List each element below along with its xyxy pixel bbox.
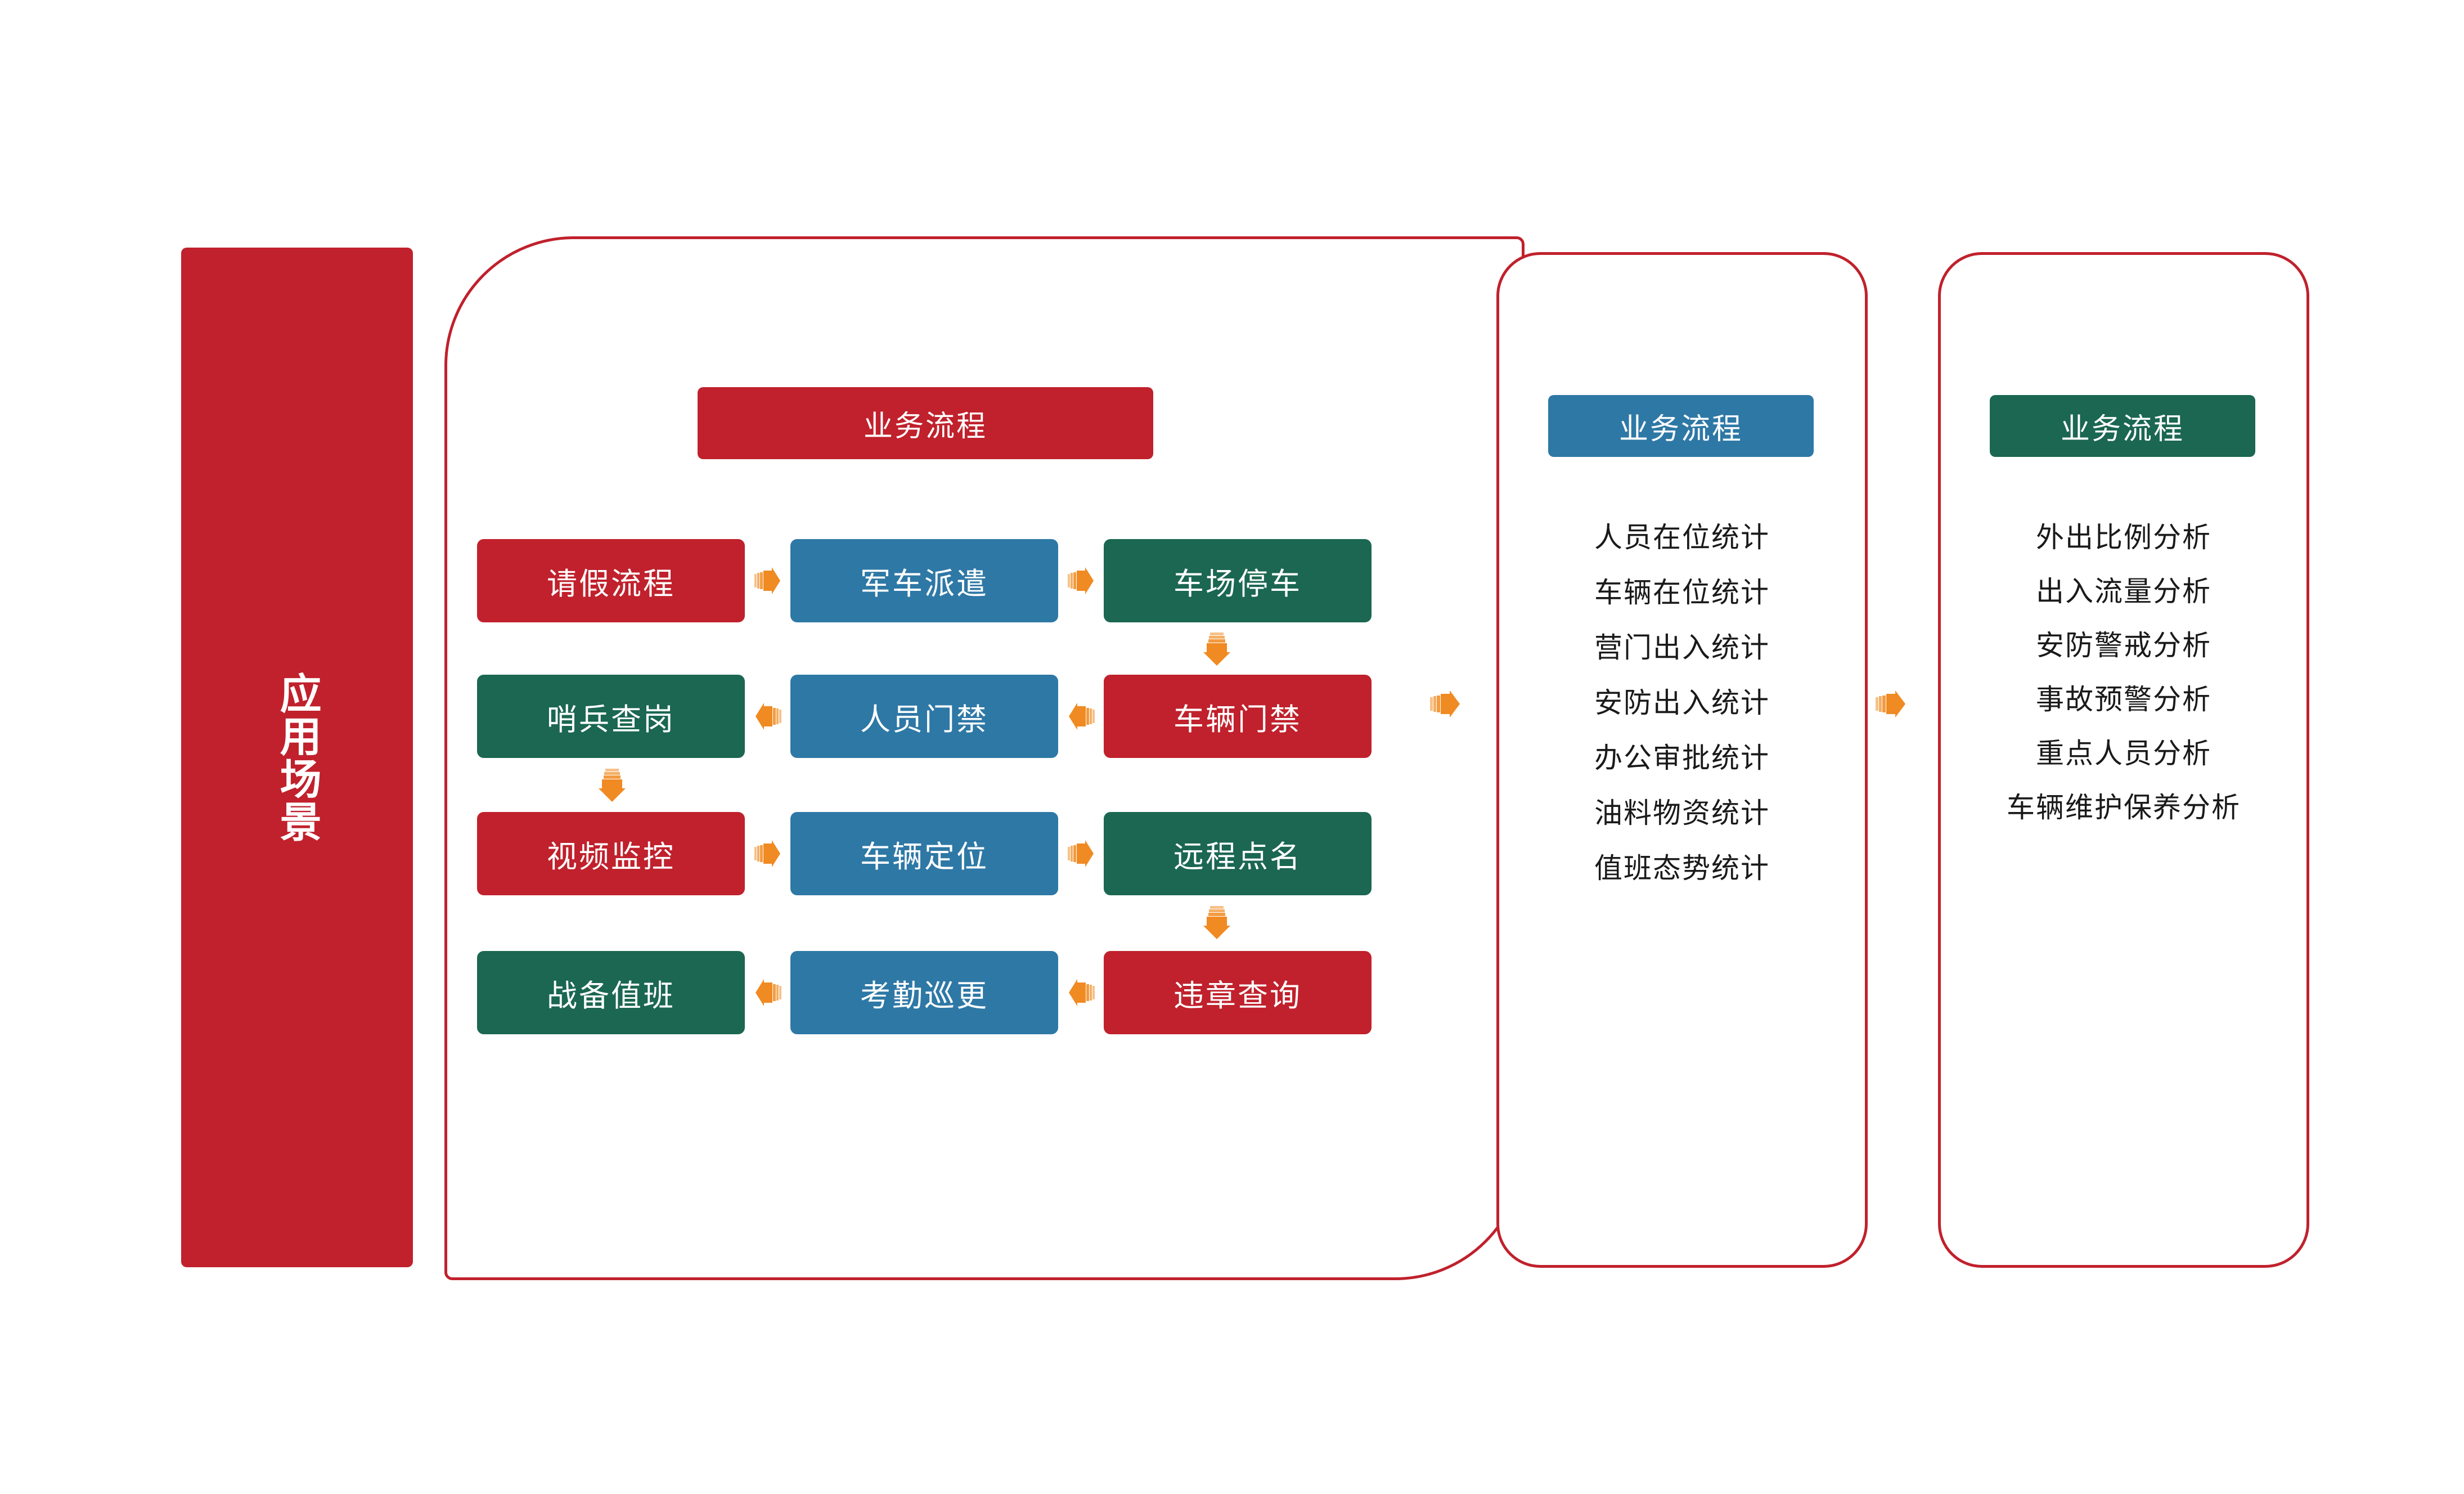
flow-node-label: 违章查询 (1173, 979, 1302, 1013)
flow-connector-slot (1058, 539, 1104, 622)
arrow-left-icon (1068, 702, 1095, 731)
statistics-list: 人员在位统计 车辆在位统计 营门出入统计 安防出入统计 办公审批统计 油料物资统… (1496, 523, 1868, 909)
flow-node-label: 考勤巡更 (860, 979, 988, 1013)
flow-connector-slot (1058, 675, 1104, 758)
flow-node[interactable]: 军车派遣 (790, 539, 1058, 622)
flow-node-label: 请假流程 (547, 567, 675, 601)
list-item: 安防出入统计 (1594, 687, 1770, 719)
flow-node-label: 战备值班 (547, 979, 675, 1013)
flow-node-label: 远程点名 (1173, 840, 1302, 874)
arrow-down-icon-left-2 (596, 760, 628, 813)
list-item: 重点人员分析 (2036, 738, 2211, 769)
flow-node[interactable]: 车场停车 (1104, 539, 1372, 622)
arrow-right-icon (1067, 839, 1095, 868)
flow-node-label: 车场停车 (1173, 567, 1302, 601)
list-item: 出入流量分析 (2036, 576, 2211, 607)
list-item: 车辆在位统计 (1594, 577, 1770, 608)
business-flow-header-label: 业务流程 (863, 410, 987, 443)
analysis-list: 外出比例分析 出入流量分析 安防警戒分析 事故预警分析 重点人员分析 车辆维护保… (1938, 523, 2309, 847)
flow-connector-slot (745, 812, 790, 895)
flow-node[interactable]: 车辆门禁 (1104, 675, 1372, 758)
arrow-right-icon (754, 839, 781, 868)
flow-connector-slot (1058, 812, 1104, 895)
arrow-down-icon-right-1 (1201, 623, 1233, 676)
flow-node[interactable]: 战备值班 (477, 951, 745, 1034)
list-item: 车辆维护保养分析 (2007, 792, 2241, 823)
flow-node[interactable]: 车辆定位 (790, 812, 1058, 895)
list-item: 安防警戒分析 (2036, 630, 2211, 661)
flow-row: 视频监控 车辆定位 (477, 812, 1484, 895)
flow-connector-slot (745, 951, 790, 1034)
list-item: 办公审批统计 (1594, 742, 1770, 774)
statistics-header-label: 业务流程 (1618, 412, 1743, 446)
list-item: 营门出入统计 (1594, 632, 1770, 663)
flow-node-label: 车辆定位 (860, 840, 988, 874)
arrow-right-icon (754, 566, 781, 595)
flow-node-label: 人员门禁 (860, 702, 988, 737)
flow-node[interactable]: 视频监控 (477, 812, 745, 895)
flow-node-label: 哨兵查岗 (547, 702, 675, 737)
flow-row: 请假流程 军车派遣 (477, 539, 1484, 622)
analysis-header-label: 业务流程 (2060, 412, 2184, 446)
flow-node[interactable]: 考勤巡更 (790, 951, 1058, 1034)
list-item: 事故预警分析 (2036, 684, 2211, 715)
arrow-down-icon (1202, 632, 1231, 667)
list-item: 值班态势统计 (1594, 853, 1770, 884)
application-scenario-banner: 应用场景 (181, 248, 413, 1267)
flow-node[interactable]: 哨兵查岗 (477, 675, 745, 758)
flow-row: 战备值班 考勤巡更 (477, 951, 1484, 1034)
statistics-header-chip: 业务流程 (1548, 395, 1814, 457)
list-item: 人员在位统计 (1594, 522, 1770, 553)
arrow-right-icon (1430, 688, 1462, 723)
flow-node[interactable]: 请假流程 (477, 539, 745, 622)
flow-row: 哨兵查岗 人员门禁 (477, 675, 1484, 758)
arrow-right-icon (1067, 566, 1095, 595)
flow-node[interactable]: 违章查询 (1104, 951, 1372, 1034)
arrow-down-icon-right-3 (1201, 897, 1233, 950)
arrow-down-icon (1202, 906, 1231, 941)
flow-connector-slot (1058, 951, 1104, 1034)
flow-node-label: 视频监控 (547, 840, 675, 874)
flow-node[interactable]: 远程点名 (1104, 812, 1372, 895)
arrow-left-icon (1068, 978, 1095, 1007)
arrow-left-icon (754, 978, 781, 1007)
arrow-left-icon (754, 702, 781, 731)
list-item: 外出比例分析 (2036, 522, 2211, 553)
arrow-down-icon (597, 769, 627, 804)
flow-node[interactable]: 人员门禁 (790, 675, 1058, 758)
flow-node-label: 军车派遣 (860, 567, 988, 601)
arrow-right-icon (1876, 688, 1907, 723)
business-flow-header-chip: 业务流程 (698, 387, 1153, 459)
flow-node-label: 车辆门禁 (1173, 702, 1302, 737)
panel-connector-arrow-1 (1429, 688, 1463, 723)
analysis-header-chip: 业务流程 (1990, 395, 2255, 457)
panel-connector-arrow-2 (1874, 688, 1908, 723)
list-item: 油料物资统计 (1594, 797, 1770, 829)
flow-grid: 请假流程 军车派遣 (477, 539, 1484, 1034)
flow-connector-slot (745, 675, 790, 758)
flow-connector-slot (745, 539, 790, 622)
application-scenario-label: 应用场景 (274, 672, 321, 843)
